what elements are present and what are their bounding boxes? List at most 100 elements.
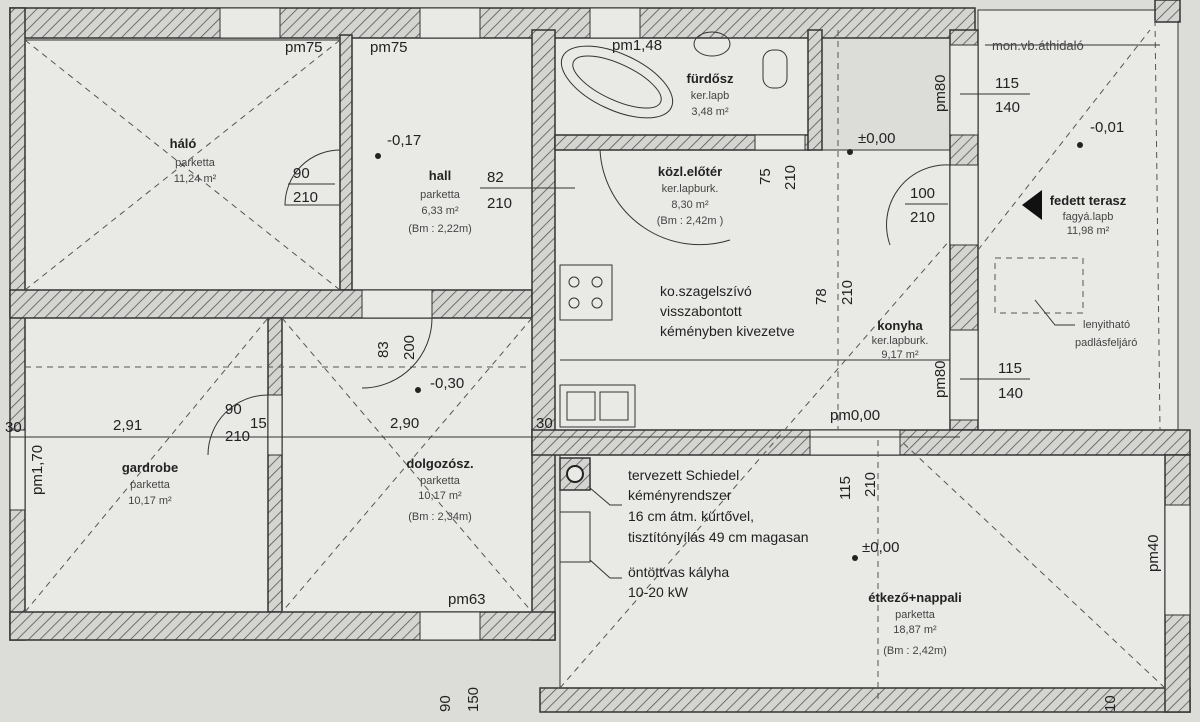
svg-text:3,48 m²: 3,48 m² <box>691 106 729 118</box>
svg-text:75: 75 <box>757 168 774 185</box>
svg-text:-0,17: -0,17 <box>387 132 421 149</box>
svg-text:háló: háló <box>170 136 197 151</box>
svg-text:mon.vb.áthidaló: mon.vb.áthidaló <box>992 38 1084 53</box>
svg-text:-0,30: -0,30 <box>430 375 464 392</box>
svg-text:dolgozósz.: dolgozósz. <box>406 456 473 471</box>
svg-text:(Bm : 2,42m): (Bm : 2,42m) <box>883 645 947 657</box>
svg-text:15: 15 <box>250 415 267 432</box>
room-label-etkezo: étkező+nappali parketta 18,87 m² (Bm : 2… <box>862 539 962 657</box>
room-label-terasz: fedett terasz fagyá.lapb 11,98 m² -0,01 <box>1050 119 1127 237</box>
svg-text:(Bm : 2,22m): (Bm : 2,22m) <box>408 223 472 235</box>
svg-text:140: 140 <box>998 385 1023 402</box>
svg-text:pm0,00: pm0,00 <box>830 407 880 424</box>
svg-text:parketta: parketta <box>895 609 936 621</box>
room-label-konyha: konyha ker.lapburk. 9,17 m² <box>872 318 929 361</box>
toilet <box>693 31 788 89</box>
walls <box>9 0 1191 713</box>
door-swings <box>207 149 951 456</box>
svg-text:fagyá.lapb: fagyá.lapb <box>1063 211 1114 223</box>
svg-text:90: 90 <box>437 695 454 712</box>
svg-text:öntöttvas kályha: öntöttvas kályha <box>628 564 729 580</box>
room-label-dolgozo: dolgozósz. parketta 10,17 m² (Bm : 2,34m… <box>406 375 473 523</box>
svg-text:gardrobe: gardrobe <box>122 460 178 475</box>
svg-text:30: 30 <box>536 415 553 432</box>
svg-text:visszabontott: visszabontott <box>660 303 742 319</box>
svg-text:tisztítónyílás 49 cm magasan: tisztítónyílás 49 cm magasan <box>628 529 809 545</box>
svg-text:lenyitható: lenyitható <box>1083 319 1130 331</box>
svg-text:8,30 m²: 8,30 m² <box>671 199 709 211</box>
svg-text:parketta: parketta <box>130 479 171 491</box>
svg-text:parketta: parketta <box>420 189 461 201</box>
room-label-hall: hall parketta 6,33 m² (Bm : 2,22m) -0,17 <box>387 132 472 235</box>
svg-text:210: 210 <box>293 189 318 206</box>
note-hood: ko.szagelszívó visszabontott kéményben k… <box>660 283 795 339</box>
svg-text:18,87 m²: 18,87 m² <box>893 624 937 636</box>
svg-text:-0,01: -0,01 <box>1090 119 1124 136</box>
svg-text:6,33 m²: 6,33 m² <box>421 205 459 217</box>
svg-text:pm63: pm63 <box>448 591 486 608</box>
svg-text:210: 210 <box>862 472 879 497</box>
note-stove: öntöttvas kályha 10-20 kW <box>628 564 729 600</box>
svg-text:30: 30 <box>5 419 22 436</box>
svg-text:pm1,70: pm1,70 <box>29 445 46 495</box>
svg-text:150: 150 <box>465 687 482 712</box>
dimension-labels: pm75 pm75 pm80 pm80 pm0,00 pm1,70 pm63 p… <box>5 39 1162 712</box>
svg-text:parketta: parketta <box>420 475 461 487</box>
svg-text:kéményrendszer: kéményrendszer <box>628 487 732 503</box>
svg-text:ker.lapb: ker.lapb <box>691 90 730 102</box>
diagonal-lines <box>10 19 1166 700</box>
svg-text:(Bm : 2,34m): (Bm : 2,34m) <box>408 511 472 523</box>
svg-text:±0,00: ±0,00 <box>862 539 899 556</box>
svg-text:210: 210 <box>782 165 799 190</box>
svg-text:11,24 m²: 11,24 m² <box>174 173 217 185</box>
svg-text:16 cm átm. kürtővel,: 16 cm átm. kürtővel, <box>628 508 754 524</box>
svg-text:115: 115 <box>995 75 1019 92</box>
svg-text:90: 90 <box>225 401 242 418</box>
level-markers <box>375 142 1083 561</box>
svg-text:210: 210 <box>910 209 935 226</box>
svg-text:pm80: pm80 <box>932 74 949 112</box>
svg-text:115: 115 <box>837 476 854 500</box>
room-label-furdo: fürdősz ker.lapb 3,48 m² pm1,48 <box>612 37 734 118</box>
svg-text:kéményben kivezetve: kéményben kivezetve <box>660 323 795 339</box>
svg-text:9,17 m²: 9,17 m² <box>881 349 919 361</box>
svg-text:(Bm : 2,42m ): (Bm : 2,42m ) <box>657 215 724 227</box>
stove-hob <box>559 264 613 321</box>
attic-hatch <box>994 257 1084 326</box>
svg-text:étkező+nappali: étkező+nappali <box>868 590 962 605</box>
svg-text:10,17 m²: 10,17 m² <box>418 490 462 502</box>
note-chimney: tervezett Schiedel kéményrendszer 16 cm … <box>628 467 809 545</box>
svg-text:90: 90 <box>293 165 310 182</box>
room-label-halo: háló parketta 11,24 m² <box>170 136 217 185</box>
note-lintel: mon.vb.áthidaló <box>992 38 1084 53</box>
svg-text:parketta: parketta <box>175 157 216 169</box>
svg-text:10: 10 <box>1102 695 1119 712</box>
svg-text:210: 210 <box>487 195 512 212</box>
svg-text:78: 78 <box>813 288 830 305</box>
room-label-eloter: közl.előtér ker.lapburk. 8,30 m² (Bm : 2… <box>657 130 896 227</box>
sink <box>559 384 636 428</box>
chimney <box>559 457 622 579</box>
svg-text:közl.előtér: közl.előtér <box>658 164 722 179</box>
svg-text:140: 140 <box>995 99 1020 116</box>
svg-text:210: 210 <box>839 280 856 305</box>
svg-text:100: 100 <box>910 185 935 202</box>
svg-text:115: 115 <box>998 360 1022 377</box>
svg-text:83: 83 <box>375 341 392 358</box>
svg-text:210: 210 <box>225 428 250 445</box>
note-attic: lenyitható padlásfeljáró <box>1075 319 1137 349</box>
svg-text:2,91: 2,91 <box>113 417 142 434</box>
svg-text:pm75: pm75 <box>285 39 323 56</box>
svg-text:10,17 m²: 10,17 m² <box>128 495 172 507</box>
svg-text:10-20 kW: 10-20 kW <box>628 584 689 600</box>
svg-text:2,90: 2,90 <box>390 415 419 432</box>
bathtub <box>560 45 674 119</box>
svg-text:±0,00: ±0,00 <box>858 130 895 147</box>
svg-text:pm75: pm75 <box>370 39 408 56</box>
svg-text:pm1,48: pm1,48 <box>612 37 662 54</box>
svg-text:ko.szagelszívó: ko.szagelszívó <box>660 283 752 299</box>
svg-text:konyha: konyha <box>877 318 923 333</box>
svg-text:tervezett Schiedel: tervezett Schiedel <box>628 467 739 483</box>
svg-text:ker.lapburk.: ker.lapburk. <box>662 183 719 195</box>
svg-text:11,98 m²: 11,98 m² <box>1067 225 1110 237</box>
